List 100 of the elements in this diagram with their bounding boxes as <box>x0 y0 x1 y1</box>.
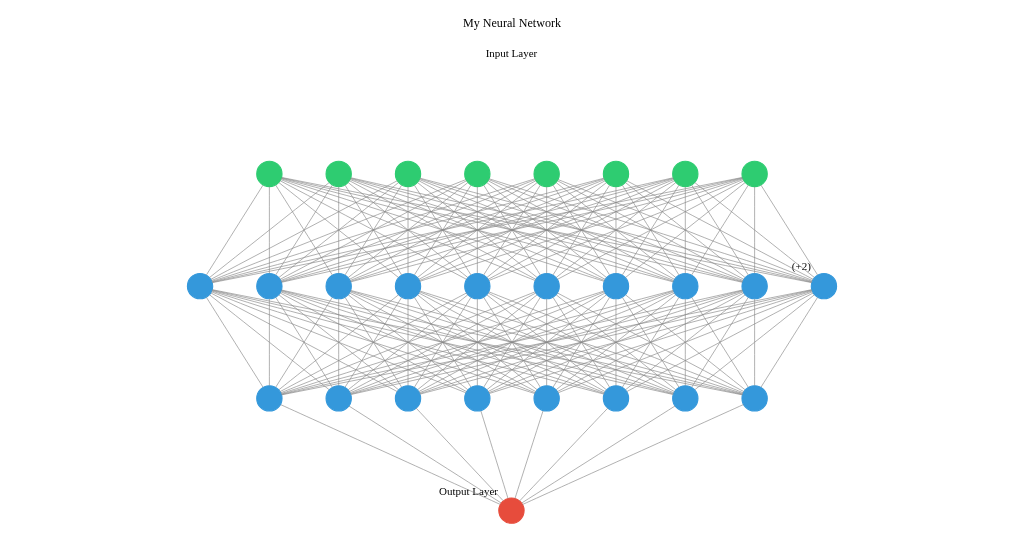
connector <box>418 292 606 392</box>
connector <box>280 290 605 394</box>
node-circle <box>325 160 352 188</box>
connector <box>552 297 610 388</box>
connector <box>754 186 755 274</box>
connector <box>760 297 818 388</box>
connector <box>350 290 743 395</box>
node-circle <box>256 160 283 188</box>
connector <box>486 294 607 390</box>
connector <box>211 290 536 394</box>
node-circle <box>672 272 699 300</box>
connector <box>344 297 402 388</box>
node-circle <box>325 272 352 300</box>
node-circle <box>533 160 560 188</box>
node-circle <box>602 385 630 412</box>
connector <box>694 182 815 278</box>
connector <box>486 182 607 278</box>
connector <box>414 297 472 388</box>
connector <box>348 405 502 504</box>
connector <box>275 297 333 388</box>
connector <box>477 186 478 274</box>
connector <box>349 180 537 280</box>
connector <box>615 298 617 386</box>
connector <box>521 405 676 504</box>
connector <box>488 179 744 281</box>
connector <box>206 297 264 388</box>
node-circle <box>672 385 699 412</box>
connector <box>211 178 536 282</box>
connector <box>557 180 745 280</box>
node-circle <box>498 497 525 524</box>
connector <box>483 184 541 276</box>
connector <box>211 177 605 283</box>
label: Input Layer <box>485 47 538 60</box>
node-circle <box>394 160 422 188</box>
connector <box>754 298 755 386</box>
connector <box>211 291 467 393</box>
connector <box>626 292 814 392</box>
connector <box>211 290 605 395</box>
connector <box>347 182 469 278</box>
connector <box>338 186 340 274</box>
diagram-title: My Neural Network <box>462 15 562 30</box>
connector <box>278 294 399 390</box>
connector <box>349 292 537 392</box>
connector <box>626 180 814 280</box>
node-circle <box>464 385 491 412</box>
connector <box>546 186 547 274</box>
node-circle <box>533 272 560 300</box>
connector <box>407 186 409 274</box>
connector <box>477 298 478 386</box>
connector <box>419 290 813 395</box>
connector <box>347 294 469 390</box>
connector <box>209 182 330 278</box>
connector <box>280 179 536 281</box>
connector <box>211 179 467 281</box>
connector <box>615 186 617 274</box>
connector <box>546 298 547 386</box>
connector <box>487 180 675 280</box>
node-circle <box>464 160 491 188</box>
connector <box>350 290 674 394</box>
node-circle <box>741 385 768 412</box>
connector <box>275 184 333 276</box>
connector <box>338 298 340 386</box>
connector <box>419 179 675 281</box>
connector <box>519 407 609 502</box>
connector <box>419 291 675 393</box>
node-circle <box>741 160 768 188</box>
node-circle <box>810 272 838 300</box>
connector <box>691 297 749 388</box>
connector <box>684 298 686 386</box>
node-circle <box>672 160 699 188</box>
node-circle <box>602 160 630 188</box>
connector <box>557 291 813 393</box>
node-circle <box>602 272 630 300</box>
connector <box>269 186 270 274</box>
connector <box>487 292 675 392</box>
connector <box>415 407 504 501</box>
connector <box>694 294 815 390</box>
node-circle <box>394 385 422 412</box>
connector <box>483 297 541 388</box>
connector <box>555 294 677 390</box>
connector <box>419 290 744 394</box>
connector <box>622 297 680 388</box>
connector <box>514 410 544 499</box>
node-circle <box>741 272 768 300</box>
connector <box>414 184 472 276</box>
connector <box>552 184 610 276</box>
node-circle <box>464 272 491 300</box>
connector <box>281 290 674 395</box>
connector <box>684 186 686 274</box>
connector <box>417 294 538 390</box>
connector <box>418 180 606 280</box>
connector <box>210 180 398 280</box>
node-label: Output Layer <box>439 484 499 497</box>
connector <box>488 291 744 393</box>
node-circle <box>186 272 214 300</box>
connector <box>622 184 680 276</box>
connector <box>278 182 399 278</box>
connector <box>625 182 746 278</box>
node-circle <box>394 272 422 300</box>
connector <box>691 184 749 276</box>
